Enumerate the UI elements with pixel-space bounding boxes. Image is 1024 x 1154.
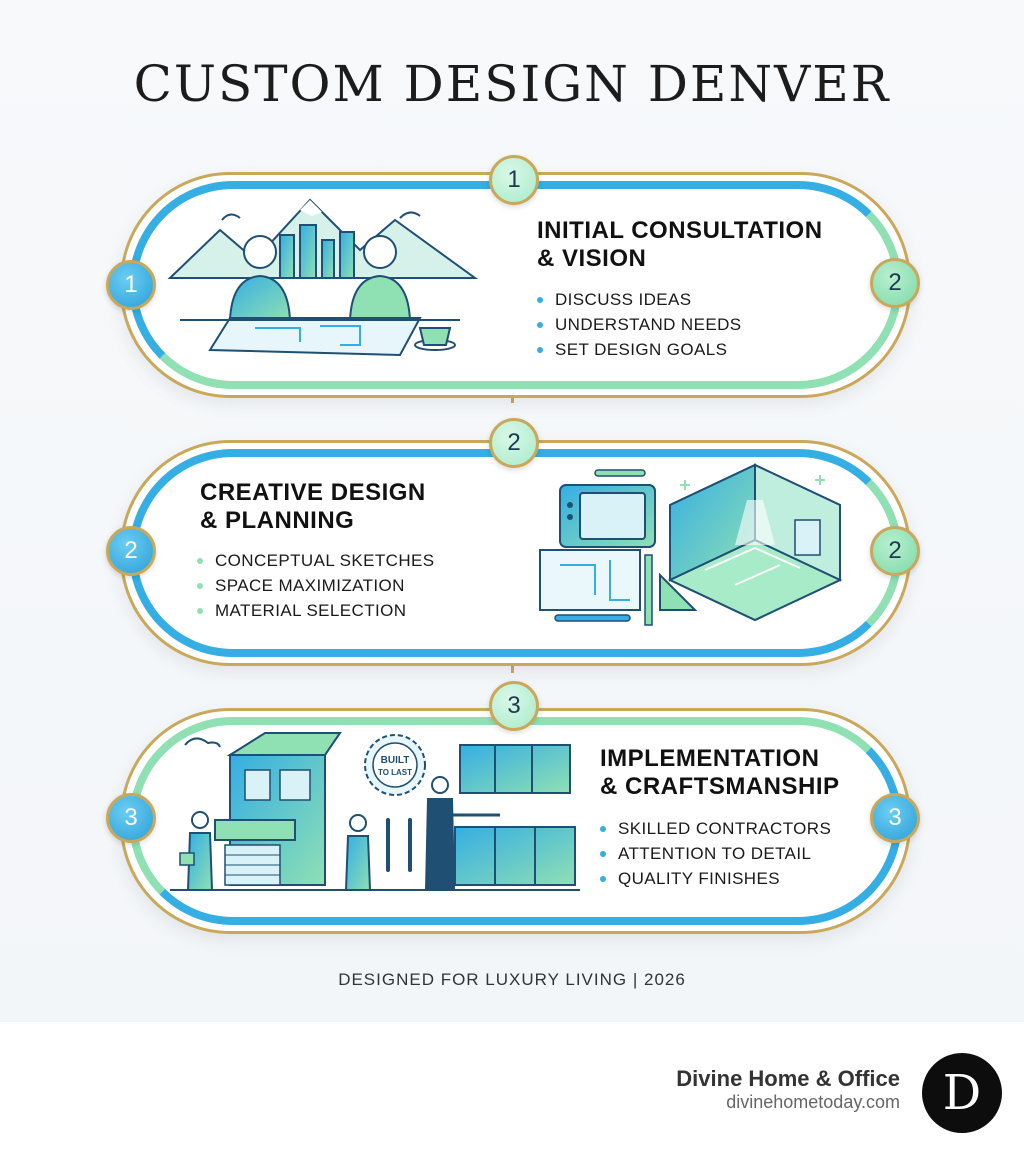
step-2-side-badge-right: 2 (870, 526, 920, 576)
bullet-item: ATTENTION TO DETAIL (598, 841, 831, 866)
consultation-illustration (167, 198, 479, 357)
bullet-item: SET DESIGN GOALS (535, 337, 742, 362)
step-number: 3 (507, 692, 521, 719)
step-3-side-badge-left: 3 (106, 793, 156, 843)
construction-illustration: BUILT TO LAST (170, 732, 580, 891)
step-number: 2 (124, 537, 138, 564)
heading-line: & CRAFTSMANSHIP (600, 773, 840, 800)
step-1-bullet-list: DISCUSS IDEAS UNDERSTAND NEEDS SET DESIG… (535, 287, 742, 362)
infographic-canvas: CUSTOM DESIGN DENVER 1 1 2 INITIAL CONSU (0, 0, 1024, 1022)
step-1-side-badge-right: 2 (870, 258, 920, 308)
bullet-item: CONCEPTUAL SKETCHES (195, 548, 435, 573)
step-2-bullet-list: CONCEPTUAL SKETCHES SPACE MAXIMIZATION M… (195, 548, 435, 623)
page-title: CUSTOM DESIGN DENVER (133, 55, 891, 113)
step-1-number-badge: 1 (489, 155, 539, 205)
seal-text: BUILT (381, 755, 410, 766)
built-to-last-seal: BUILT TO LAST (364, 734, 426, 796)
step-1-heading: INITIAL CONSULTATION & VISION (537, 217, 823, 273)
bullet-item: SKILLED CONTRACTORS (598, 816, 831, 841)
bullet-item: MATERIAL SELECTION (195, 598, 435, 623)
planning-illustration (539, 463, 843, 626)
step-1-side-badge-left: 1 (106, 260, 156, 310)
step-2-number-badge: 2 (489, 418, 539, 468)
bullet-item: QUALITY FINISHES (598, 866, 831, 891)
heading-line: INITIAL CONSULTATION (537, 217, 823, 244)
step-2-heading: CREATIVE DESIGN & PLANNING (200, 479, 426, 535)
step-number: 3 (124, 804, 138, 831)
step-3-number-badge: 3 (489, 681, 539, 731)
heading-line: CREATIVE DESIGN (200, 479, 426, 506)
footer-tagline: DESIGNED FOR LUXURY LIVING | 2026 (338, 970, 686, 989)
heading-line: IMPLEMENTATION (600, 745, 820, 772)
step-number: 2 (888, 269, 902, 296)
step-3-bullet-list: SKILLED CONTRACTORS ATTENTION TO DETAIL … (598, 816, 831, 891)
logo-letter: D (942, 1065, 982, 1121)
bullet-item: SPACE MAXIMIZATION (195, 573, 435, 598)
brand-url[interactable]: divinehometoday.com (726, 1092, 900, 1112)
seal-text: TO LAST (378, 768, 412, 777)
step-number: 2 (888, 537, 902, 564)
brand-name: Divine Home & Office (676, 1066, 900, 1091)
step-number: 1 (507, 166, 521, 193)
step-3-heading: IMPLEMENTATION & CRAFTSMANSHIP (600, 745, 840, 801)
bullet-item: DISCUSS IDEAS (535, 287, 742, 312)
step-number: 2 (507, 429, 521, 456)
step-number: 3 (888, 804, 902, 831)
step-2-side-badge-left: 2 (106, 526, 156, 576)
heading-line: & VISION (537, 245, 647, 272)
bullet-item: UNDERSTAND NEEDS (535, 312, 742, 337)
step-number: 1 (124, 271, 138, 298)
step-3-side-badge-right: 3 (870, 793, 920, 843)
brand-logo: D (922, 1053, 1002, 1133)
heading-line: & PLANNING (200, 507, 355, 534)
